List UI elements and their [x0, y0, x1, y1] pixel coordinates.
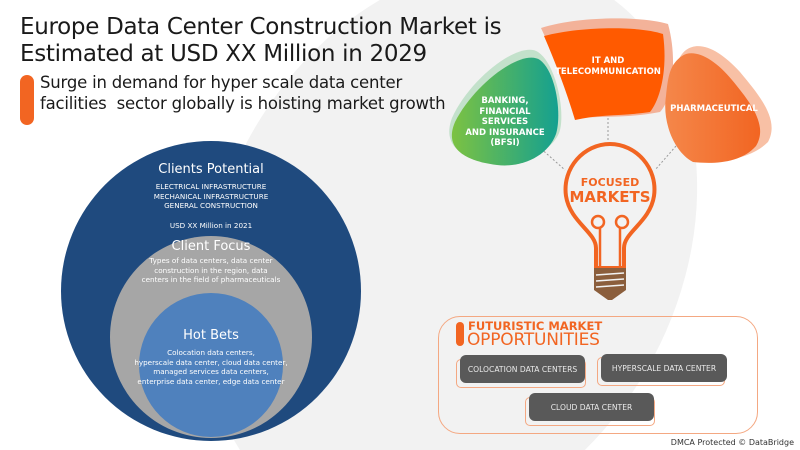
hot-bets-line: enterprise data center, edge data center [137, 376, 285, 386]
client-focus-section: Client Focus Types of data centers, data… [111, 239, 311, 285]
bfsi-petal [451, 57, 559, 166]
clients-potential-item: GENERAL CONSTRUCTION [164, 201, 258, 210]
page-title: Europe Data Center Construction Market i… [20, 14, 502, 68]
clients-potential-value: USD XX Million in 2021 [169, 220, 253, 230]
opportunities-box [438, 316, 758, 434]
opportunities-accent-bar [456, 322, 464, 346]
title-line-2: Estimated at USD XX Million in 2029 [20, 41, 427, 67]
opportunity-colocation: COLOCATION DATA CENTERS [460, 355, 585, 383]
clients-potential-item: ELECTRICAL INFRASTRUCTURE [155, 182, 267, 191]
client-focus-line: centers in the field of pharmaceuticals [141, 275, 281, 284]
it-petal [544, 28, 665, 120]
bfsi-label-line: BANKING, [481, 96, 529, 106]
hot-bets-heading: Hot Bets [183, 328, 239, 343]
opportunities-title-1: FUTURISTIC MARKET [468, 319, 603, 333]
hot-bets-line: Colocation data centers, [167, 348, 255, 357]
subtitle-accent-bar [20, 75, 34, 125]
bfsi-label-line: AND INSURANCE [465, 127, 545, 138]
hot-bets-section: Hot Bets Colocation data centers, hypers… [101, 328, 321, 386]
opportunities-title-2: OPPORTUNITIES [467, 330, 600, 350]
clients-potential-item: MECHANICAL INFRASTRUCTURE [153, 191, 269, 201]
bfsi-label: BANKING, FINANCIAL SERVICES AND INSURANC… [455, 96, 555, 149]
it-label-line: IT AND [591, 56, 625, 66]
clients-potential-section: Clients Potential ELECTRICAL INFRASTRUCT… [111, 162, 311, 230]
client-focus-line: construction in the region, data [154, 265, 268, 275]
bulb-text-markets: MARKETS [569, 188, 651, 206]
opportunity-cloud: CLOUD DATA CENTER [529, 393, 654, 421]
bfsi-label-line: (BFSI) [490, 138, 520, 148]
dmca-notice: DMCA Protected © DataBridge [670, 438, 794, 447]
subtitle: Surge in demand for hyper scale data cen… [40, 73, 446, 113]
hot-bets-line: hyperscale data center, cloud data cente… [134, 357, 288, 367]
pharmaceutical-label: PHARMACEUTICAL [664, 104, 764, 115]
opportunity-hyperscale: HYPERSCALE DATA CENTER [601, 354, 727, 382]
clients-potential-heading: Clients Potential [158, 162, 264, 177]
it-label-line: TELECOMMUNICATION [555, 66, 661, 77]
lightbulb-icon [563, 142, 657, 300]
client-focus-heading: Client Focus [171, 239, 251, 254]
bfsi-label-line: FINANCIAL SERVICES [479, 106, 531, 128]
pharma-petal [665, 53, 761, 163]
bulb-text-focused: FOCUSED [580, 176, 640, 189]
client-focus-line: Types of data centers, data center [149, 256, 273, 265]
title-line-1: Europe Data Center Construction Market i… [20, 14, 502, 40]
pharma-label-line: PHARMACEUTICAL [670, 104, 758, 114]
it-telecom-label: IT AND TELECOMMUNICATION [553, 56, 663, 77]
hot-bets-line: managed services data centers, [153, 367, 269, 376]
hot-bets-circle [139, 293, 283, 437]
